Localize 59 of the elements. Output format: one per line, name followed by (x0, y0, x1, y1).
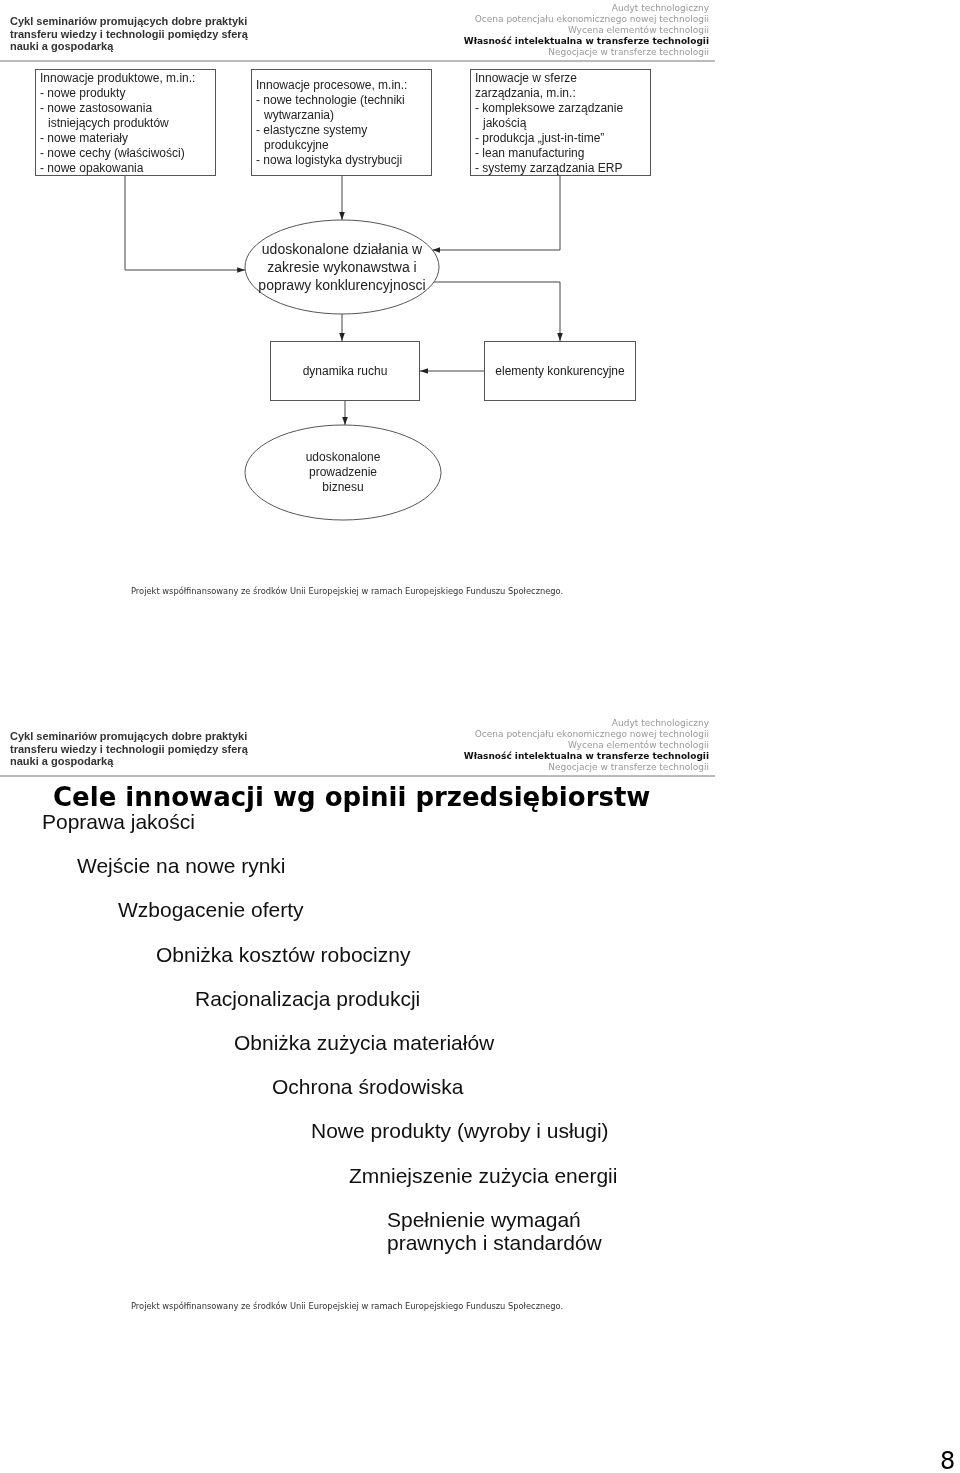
series-title: Cykl seminariów promujących dobre praktyki transferu wiedzy i technologii pomiędzy sferą nauki a gospodarką (10, 730, 249, 768)
seminar-topic: Ocena potencjału ekonomicznego nowej technologii (474, 14, 709, 25)
box-heading: Innowacje w sferze zarządzania, m.in.: (475, 71, 579, 101)
list-item: - nowe produkty (40, 86, 127, 101)
arrow (339, 313, 345, 342)
goal-item: Nowe produkty (wyroby i usługi) (311, 1119, 609, 1143)
goal-item: Spełnienie wymagań prawnych i standardów (387, 1207, 603, 1254)
innovation-box (470, 69, 651, 176)
seminar-topic: Ocena potencjału ekonomicznego nowej technologii (474, 729, 709, 740)
process-box (484, 341, 636, 401)
list-item: - nowe materiały (40, 131, 130, 146)
list-item: - elastyczne systemy produkcyjne (256, 123, 369, 153)
list-item: - nowe technologie (techniki wytwarzania) (256, 93, 406, 123)
seminar-topic: Audyt technologiczny (611, 718, 709, 729)
node-label: udoskonalone prowadzenie biznesu (304, 450, 382, 495)
list-item: - lean manufacturing (475, 146, 586, 161)
goal-item: Obniżka zużycia materiałów (234, 1031, 495, 1054)
box-heading: Innowacje produktowe, m.in.: (40, 71, 197, 86)
box-heading: Innowacje procesowe, m.in.: (256, 78, 409, 93)
series-title: Cykl seminariów promujących dobre praktyki transferu wiedzy i technologii pomiędzy sferą nauki a gospodarką (10, 15, 249, 53)
outcome-ellipse (245, 220, 439, 314)
seminar-topic: Negocjacje w transferze technologii (548, 47, 709, 58)
goal-item: Obniżka kosztów robocizny (156, 942, 411, 966)
list-item: - nowe zastosowania istniejących produktów (40, 101, 170, 131)
seminar-topic: Własność intelektualna w transferze technologii (463, 36, 709, 47)
list-item: - produkcja „just-in-time” (475, 131, 606, 146)
slide-title: Cele innowacji wg opinii przedsiębiorstw (53, 781, 651, 813)
list-item: - kompleksowe zarządzanie jakością (475, 101, 625, 131)
node-label: dynamika ruchu (302, 363, 388, 379)
arrow (433, 281, 563, 342)
process-box (270, 341, 420, 401)
goal-item: Wejście na nowe rynki (77, 854, 286, 878)
funding-note: Projekt współfinansowany ze środków Unii Europejskiej w ramach Europejskiego Funduszu Społecznego. (131, 1301, 564, 1311)
seminar-topic: Audyt technologiczny (611, 3, 709, 14)
node-label: elementy konkurencyjne (495, 363, 625, 379)
arrow (419, 368, 485, 374)
page-number: 8 (940, 1448, 956, 1473)
goal-item: Wzbogacenie oferty (118, 898, 304, 922)
list-item: - systemy zarządzania ERP (475, 161, 624, 176)
innovation-box (251, 69, 432, 176)
seminar-topic: Własność intelektualna w transferze technologii (463, 751, 709, 762)
outcome-ellipse (245, 425, 441, 520)
node-label: udoskonalone działania w zakresie wykonawstwa i poprawy konklurencyjnosci (257, 240, 427, 294)
list-item: - nowe opakowania (40, 161, 145, 176)
goal-item: Zmniejszenie zużycia energii (349, 1163, 618, 1187)
arrow (339, 175, 345, 221)
list-item: - nowa logistyka dystrybucji (256, 153, 404, 168)
arrow (342, 400, 348, 426)
arrow (431, 175, 561, 253)
seminar-topic: Wycena elementów technologii (567, 740, 709, 751)
funding-note: Projekt współfinansowany ze środków Unii Europejskiej w ramach Europejskiego Funduszu Społecznego. (131, 586, 564, 596)
seminar-topic: Wycena elementów technologii (567, 25, 709, 36)
goal-item: Racjonalizacja produkcji (195, 986, 421, 1010)
goal-item: Ochrona środowiska (272, 1075, 464, 1099)
list-item: - nowe cechy (właściwości) (40, 146, 186, 161)
goal-item: Poprawa jakości (42, 810, 195, 833)
innovation-box (35, 69, 216, 176)
arrow (124, 175, 246, 273)
seminar-topic: Negocjacje w transferze technologii (548, 762, 709, 773)
